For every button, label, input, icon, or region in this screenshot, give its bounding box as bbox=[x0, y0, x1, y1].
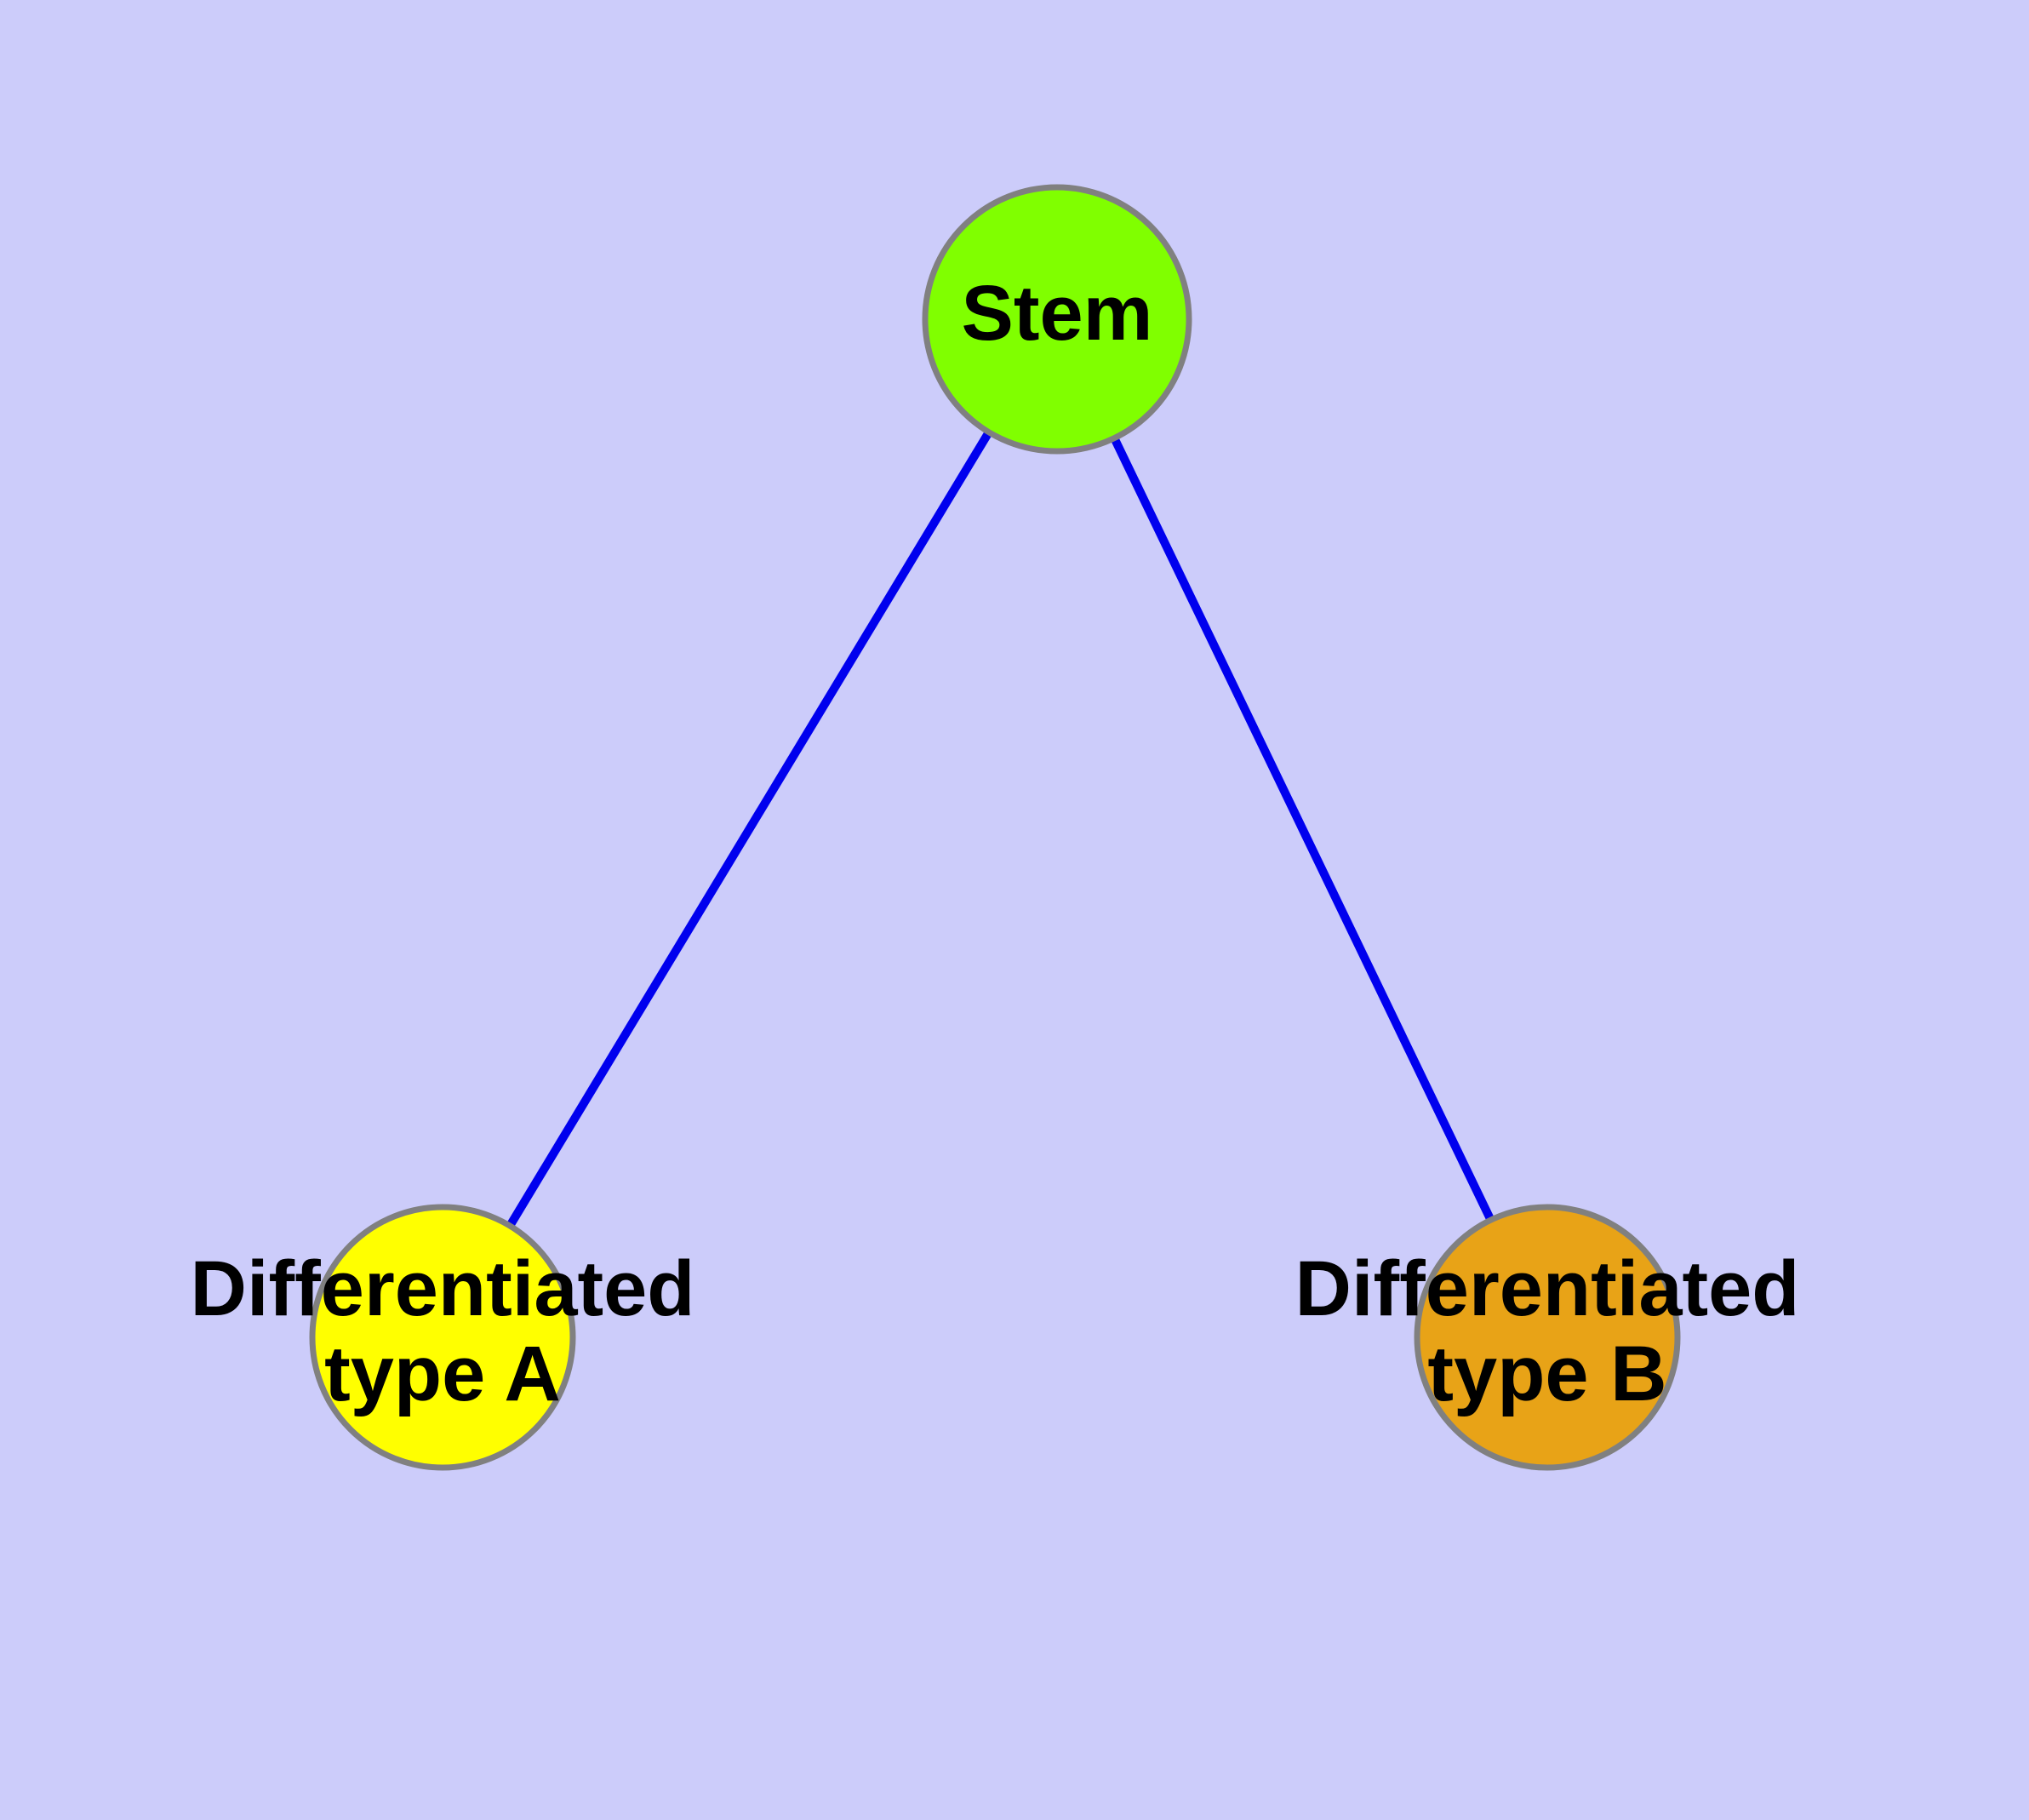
node-stem[interactable] bbox=[922, 184, 1192, 455]
node-label-line: Stem bbox=[962, 270, 1153, 357]
nodes-layer bbox=[309, 184, 1681, 1471]
node-diff_a[interactable] bbox=[309, 1204, 576, 1471]
node-label-line: Differentiated bbox=[191, 1245, 695, 1332]
edge-stem-to-diff-b[interactable] bbox=[1111, 437, 1495, 1222]
node-label-stem: Stem bbox=[962, 270, 1153, 357]
node-label-line: Differentiated bbox=[1295, 1245, 1800, 1332]
node-label-line: type B bbox=[1427, 1331, 1666, 1417]
edges-layer bbox=[506, 430, 1495, 1228]
edge-stem-to-diff-a[interactable] bbox=[506, 430, 992, 1228]
node-diff_b[interactable] bbox=[1414, 1204, 1681, 1471]
node-label-line: type A bbox=[324, 1331, 561, 1417]
